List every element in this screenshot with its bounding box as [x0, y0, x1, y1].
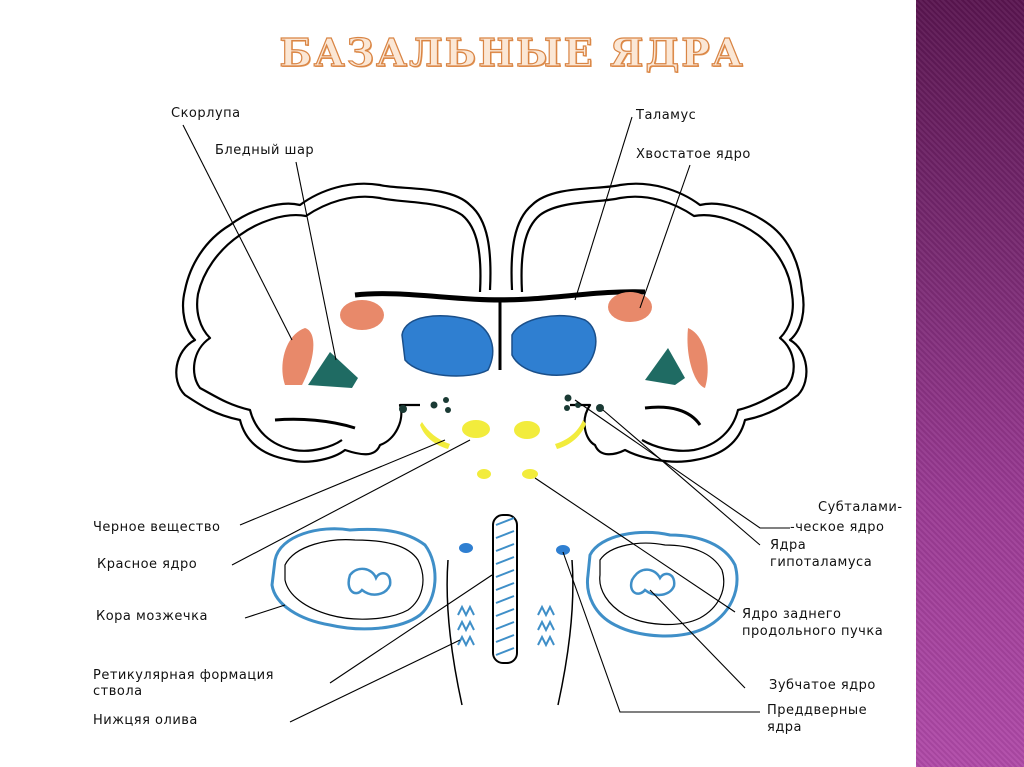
corpus-callosum [354, 289, 646, 303]
left-thalamus [401, 315, 494, 377]
right-cerebellar-cortex [585, 530, 739, 638]
right-dentate-nucleus [629, 568, 676, 597]
label-mlf-2: продольного пучка [742, 624, 884, 639]
left-putamen [282, 328, 314, 385]
label-red-nucleus: Красное ядро [97, 557, 198, 572]
right-caudate-nucleus [608, 292, 652, 322]
yellow-nuclei [420, 420, 586, 479]
label-putamen: Скорлупа [171, 106, 241, 121]
right-globus-pallidus [645, 348, 685, 385]
left-cerebellar-cortex [270, 527, 437, 631]
brain-section-diagram [175, 116, 808, 723]
left-dentate-nucleus [347, 567, 392, 596]
right-inferior-olive [537, 604, 555, 648]
label-reticular-1: Ретикулярная формация [93, 668, 274, 683]
right-thalamus [511, 314, 597, 376]
label-thalamus: Таламус [636, 108, 697, 123]
label-subthalamic-2: -ческое ядро [790, 520, 885, 535]
left-vestibular-nucleus [459, 543, 473, 553]
label-vestibular-2: ядра [767, 720, 803, 735]
leader-lines [182, 116, 790, 723]
label-cerebellar-cortex: Кора мозжечка [96, 609, 208, 624]
left-lateral-sulcus [274, 417, 356, 430]
left-inferior-olive [457, 604, 475, 648]
label-inferior-olive: Нижцяя олива [93, 713, 198, 728]
left-hemisphere-outline [175, 182, 492, 463]
right-lateral-sulcus [644, 405, 702, 426]
right-putamen [687, 328, 708, 388]
hypothalamic-nuclei-dots [399, 394, 604, 413]
right-vestibular-nucleus [556, 545, 570, 555]
label-globus-pallidus: Бледный шар [215, 143, 315, 158]
brainstem [446, 514, 574, 706]
label-subthalamic-1: Субталами- [818, 500, 903, 515]
label-substantia-nigra: Черное вещество [93, 520, 221, 535]
label-vestibular-1: Преддверные [767, 703, 868, 718]
cerebellum [270, 527, 739, 638]
label-dentate-nucleus: Зубчатое ядро [769, 678, 876, 693]
slide-title: БАЗАЛЬНЫЕ ЯДРА [279, 29, 745, 75]
right-hemisphere-inner-outline [520, 195, 795, 452]
right-hemisphere-outline [510, 182, 808, 463]
decorative-side-panel [916, 0, 1024, 767]
label-reticular-2: ствола [93, 684, 143, 699]
label-hypothalamic-2: гипоталамуса [770, 555, 873, 570]
label-hypothalamic-1: Ядра [770, 538, 807, 553]
label-caudate-nucleus: Хвостатое ядро [636, 147, 751, 162]
label-mlf-1: Ядро заднего [742, 607, 842, 622]
left-caudate-nucleus [340, 300, 384, 330]
left-hemisphere-inner-outline [192, 195, 482, 452]
left-globus-pallidus [308, 352, 358, 388]
